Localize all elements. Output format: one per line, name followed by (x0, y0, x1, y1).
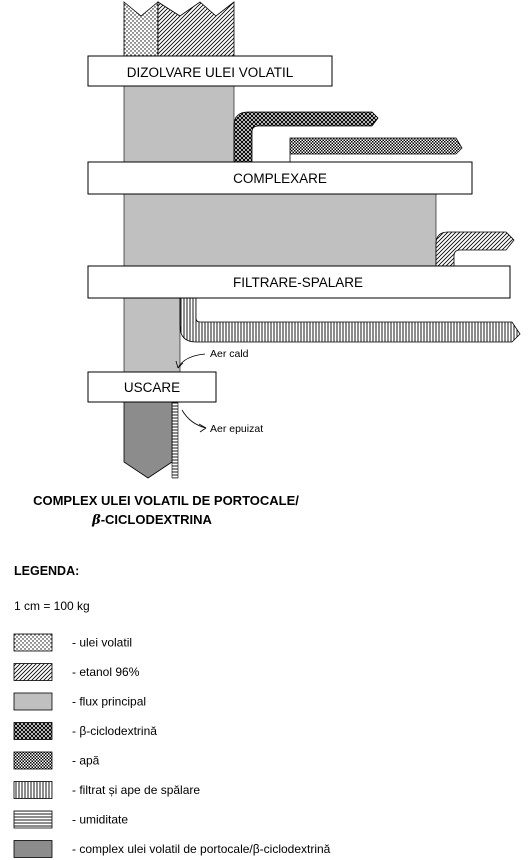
legend-swatch-horizontal (13, 810, 53, 829)
water-input (289, 137, 463, 162)
legend-label-checker: - apă (72, 754, 100, 768)
filtrate-output (179, 297, 521, 343)
exhaust-air-label: Aer epuizat (210, 423, 263, 435)
legend-items: - ulei volatil - etanol 96% - flux princip… (13, 633, 331, 858)
step-drying: USCARE (87, 371, 217, 403)
step-filtration: FILTRARE-SPALARE (87, 265, 511, 299)
volatile-oil-input (123, 1, 159, 59)
product-caption-line1: COMPLEX ULEI VOLATIL DE PORTOCALE/ (33, 493, 299, 508)
cyclodextrin-input (233, 111, 379, 163)
legend-swatch-checker (13, 751, 53, 770)
legend-swatch-diagonal (13, 663, 53, 681)
legend-label-gray-light: - flux principal (72, 695, 146, 709)
step-drying-label: USCARE (124, 380, 180, 395)
main-flow-lower (123, 297, 181, 373)
legend-label-diagonal: - etanol 96% (72, 665, 140, 679)
step-complexation: COMPLEXARE (87, 161, 473, 195)
legend-swatch-gray-dark (13, 840, 53, 858)
legend-label-dots: - ulei volatil (72, 636, 132, 650)
legend-label-crosshatch: - β-ciclodextrină (72, 724, 157, 738)
main-flow-upper (123, 85, 235, 167)
step-complexation-label: COMPLEXARE (233, 171, 327, 186)
step-filtration-label: FILTRARE-SPALARE (233, 275, 363, 290)
moisture-output (171, 401, 179, 479)
step-dissolution-label: DIZOLVARE ULEI VOLATIL (127, 65, 294, 80)
legend-swatch-dots (13, 633, 53, 652)
legend-label-horizontal: - umiditate (72, 813, 128, 827)
wash-ethanol-input (435, 231, 515, 267)
hot-air-label: Aer cald (210, 348, 249, 360)
ethanol-input (157, 1, 235, 59)
hot-air-arrow (177, 353, 206, 369)
legend-swatch-crosshatch (13, 722, 53, 740)
main-flow-middle (123, 193, 437, 267)
legend-label-vertical: - filtrat și ape de spălare (72, 783, 200, 797)
legend-scale: 1 cm = 100 kg (14, 599, 90, 613)
legend-title: LEGENDA: (14, 564, 79, 578)
legend-swatch-vertical (13, 781, 53, 799)
legend-label-gray-dark: - complex ulei volatil de portocale/β-ci… (72, 842, 331, 856)
exhaust-air-arrow (181, 409, 207, 429)
step-dissolution: DIZOLVARE ULEI VOLATIL (87, 55, 333, 87)
product-caption-line2: β-CICLODEXTRINA (91, 512, 212, 528)
legend-swatch-gray-light (13, 692, 53, 711)
product-output (123, 401, 173, 479)
